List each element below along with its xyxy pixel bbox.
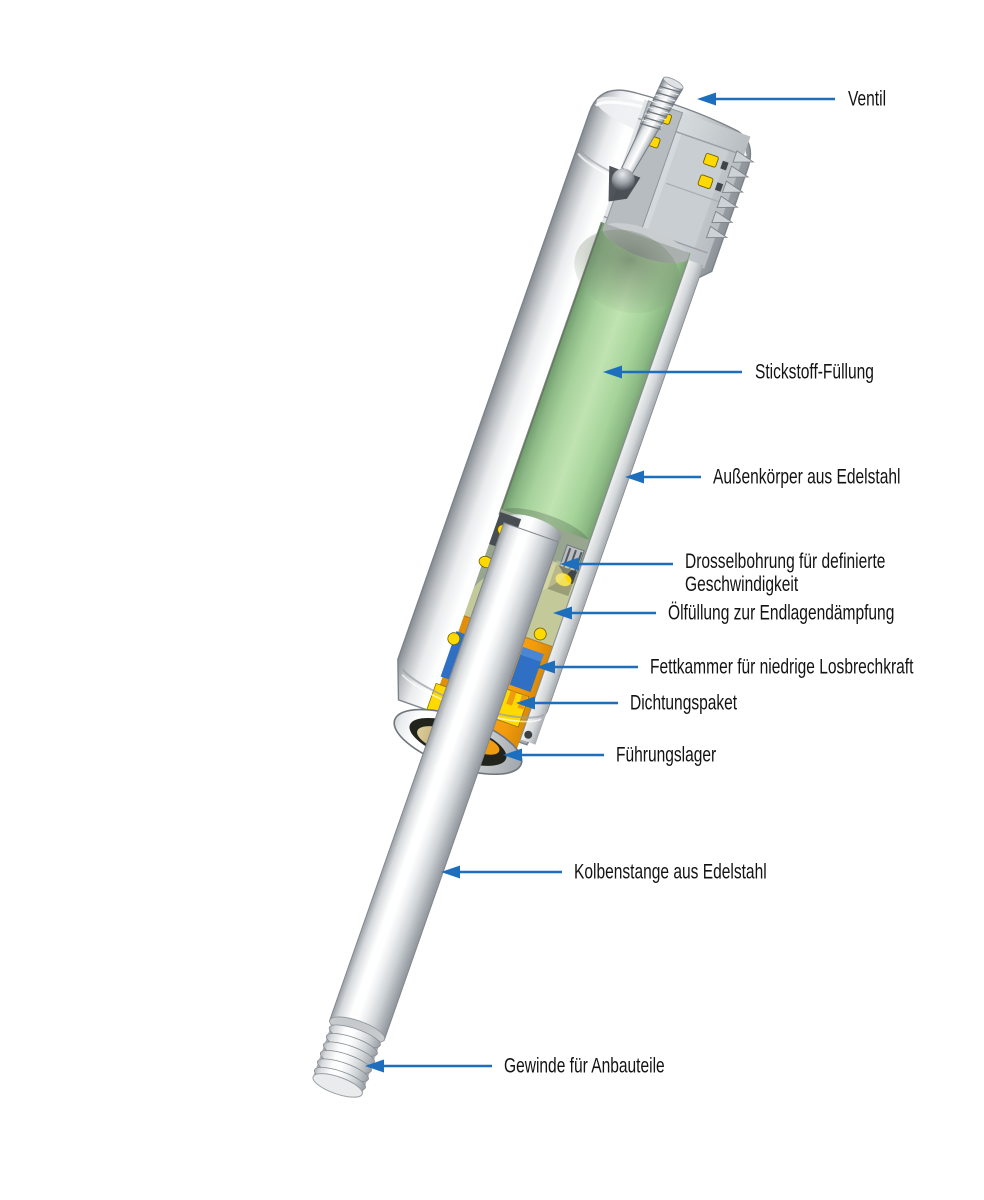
label-stickstoff: Stickstoff-Füllung: [755, 360, 874, 384]
leader-stickstoff: [603, 365, 742, 379]
vent-dot: [524, 730, 533, 739]
valve-pin-threads: [639, 85, 681, 130]
label-drosselbohrung: Drosselbohrung für definierte Geschwindi…: [685, 550, 886, 596]
plug-threads: [705, 150, 755, 239]
leader-drosselbohrung: [560, 557, 673, 571]
leader-fuehrungslager: [503, 748, 604, 762]
thread-end-face: [312, 1073, 363, 1098]
label-kolbenstange: Kolbenstange aus Edelstahl: [574, 860, 767, 884]
leader-kolbenstange: [441, 865, 562, 879]
leader-fettkammer: [536, 660, 638, 674]
label-fettkammer: Fettkammer für niedrige Losbrechkraft: [650, 655, 914, 679]
gas-spring-assembly: [312, 76, 755, 1098]
label-ventil: Ventil: [848, 87, 887, 111]
valve-pin: [608, 76, 684, 202]
thread-end: [312, 1023, 381, 1098]
valve-pin-ball: [611, 168, 635, 192]
leader-arrows: [365, 92, 835, 1073]
leader-gewinde: [365, 1059, 492, 1073]
nitrogen-chamber: [498, 221, 691, 549]
label-fuehrungslager: Führungslager: [616, 743, 717, 767]
cut-wall-edge: [520, 259, 704, 745]
label-oelfuellung: Ölfüllung zur Endlagendämpfung: [668, 601, 895, 625]
leader-dichtungspaket: [516, 696, 618, 710]
leader-ventil: [697, 92, 835, 106]
label-gewinde: Gewinde für Anbauteile: [504, 1054, 665, 1078]
leader-aussenkoerper: [625, 470, 701, 484]
label-aussenkoerper: Außenkörper aus Edelstahl: [713, 465, 901, 489]
label-dichtungspaket: Dichtungspaket: [630, 691, 738, 715]
leader-oelfuellung: [553, 606, 656, 620]
